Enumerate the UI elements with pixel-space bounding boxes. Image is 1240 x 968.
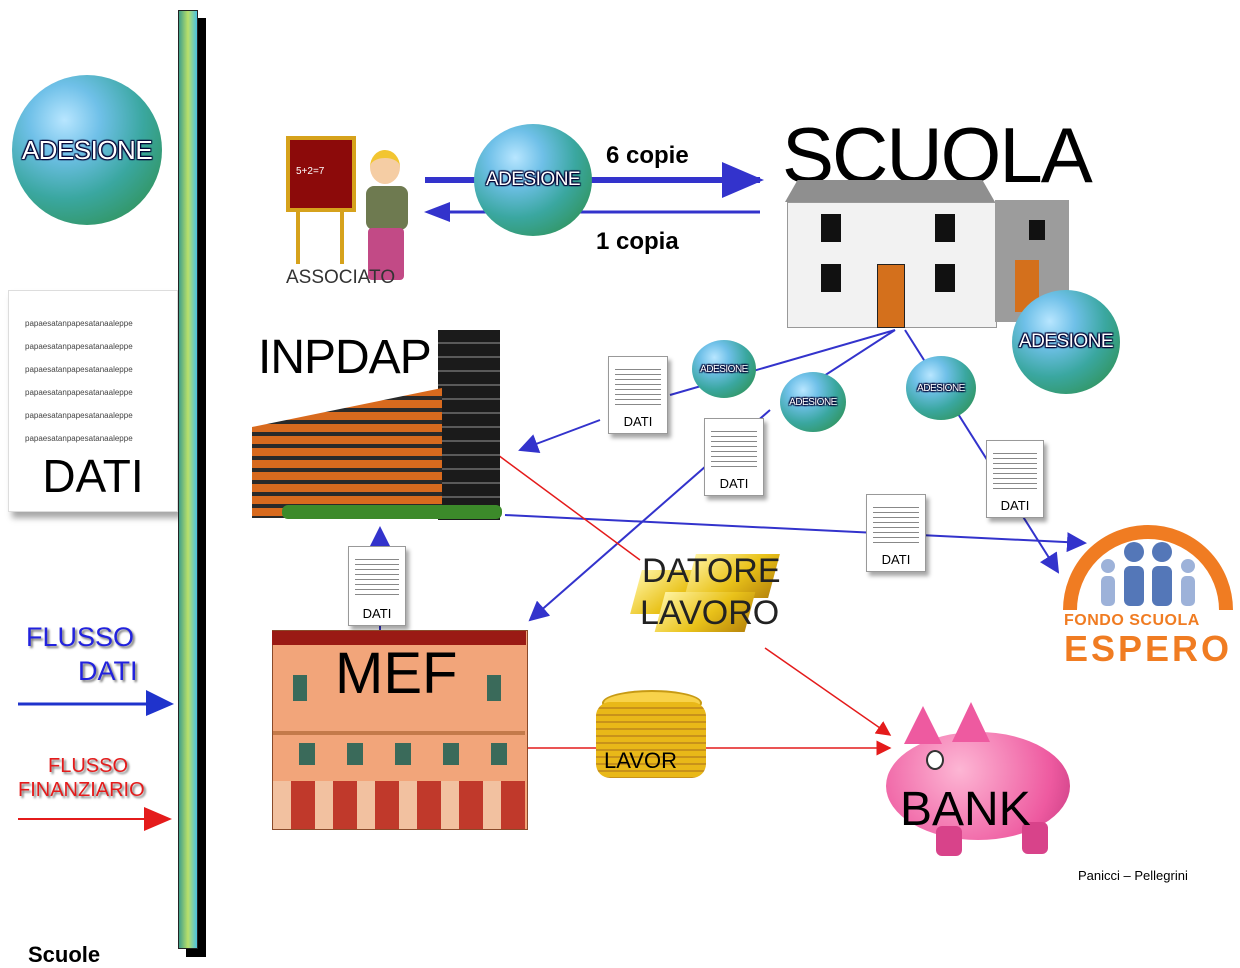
- adesione-ball-main: ADESIONE: [474, 124, 592, 236]
- legend-flusso-dati-line2: DATI: [78, 656, 138, 686]
- piggy-bank: BANK: [882, 698, 1082, 860]
- legend-ball-adesione: ADESIONE: [12, 75, 162, 225]
- legend-dati-line: papaesatanpapesatanaaleppe: [25, 319, 133, 328]
- adesione-small-label: ADESIONE: [789, 396, 837, 408]
- adesione-small-label: ADESIONE: [917, 382, 965, 394]
- dati-document: DATI: [986, 440, 1044, 518]
- dati-document: DATI: [866, 494, 926, 572]
- legend-flusso-finanziario: FLUSSO FINANZIARIO: [18, 755, 178, 835]
- legend-dati-label: DATI: [42, 450, 144, 502]
- legend-flusso-dati-line1: FLUSSO: [26, 622, 135, 652]
- espero-arc: [1063, 525, 1233, 611]
- mef-window: [487, 675, 501, 701]
- adesione-main-label: ADESIONE: [485, 169, 581, 190]
- piggy-leg: [936, 826, 962, 856]
- label-6-copie: 6 copie: [606, 142, 689, 169]
- label-1-copia: 1 copia: [596, 228, 679, 255]
- espero-label-2: ESPERO: [1064, 628, 1233, 669]
- adesione-ball-small: ADESIONE: [692, 340, 756, 398]
- credits: Panicci – Pellegrini: [1078, 868, 1188, 883]
- legend-adesione-label: ADESIONE: [21, 134, 153, 165]
- dati-document: DATI: [704, 418, 764, 496]
- mef-arcade: [273, 781, 525, 829]
- scuola-building: [785, 180, 1075, 330]
- piggy-ear: [952, 702, 990, 742]
- legend-flusso-dati: FLUSSO DATI: [18, 622, 178, 722]
- dati-label: DATI: [1000, 498, 1030, 513]
- adesione-ball-small: ADESIONE: [780, 372, 846, 432]
- footer-label: Scuole: [28, 942, 101, 967]
- legend-dati-document: papaesatanpapesatanaaleppe papaesatanpap…: [8, 290, 178, 512]
- coin-stack-body: [596, 702, 706, 778]
- teacher-head: [370, 150, 400, 184]
- dati-label: DATI: [623, 414, 653, 429]
- legend-dati-line: papaesatanpapesatanaaleppe: [25, 434, 133, 443]
- legend-dati-line: papaesatanpapesatanaaleppe: [25, 388, 133, 397]
- coins-stack: LAVOR: [594, 690, 710, 790]
- mef-window: [293, 675, 307, 701]
- scuola-roof: [785, 180, 995, 202]
- legend-red-arrow: [18, 807, 172, 831]
- lavor-label: LAVOR: [604, 748, 677, 773]
- inpdap-shrubs: [282, 505, 502, 519]
- dati-label: DATI: [719, 476, 749, 491]
- legend-dati-line: papaesatanpapesatanaaleppe: [25, 411, 133, 420]
- adesione-ball-small: ADESIONE: [906, 356, 976, 420]
- legend-dati-line: papaesatanpapesatanaaleppe: [25, 365, 133, 374]
- blackboard-text: 5+2=7: [296, 166, 325, 177]
- associato-illustration: 5+2=7 ASSOCIATO: [282, 130, 422, 290]
- bank-label: BANK: [900, 783, 1031, 836]
- adesione-ball-right: ADESIONE: [1012, 290, 1120, 394]
- dati-document: DATI: [348, 546, 406, 626]
- teacher-body: [366, 186, 408, 230]
- dati-document: DATI: [608, 356, 668, 434]
- piggy-leg: [1022, 822, 1048, 854]
- blackboard-leg: [296, 212, 300, 264]
- adesione-right-label: ADESIONE: [1018, 331, 1114, 352]
- datore-label-2: LAVORO: [640, 594, 780, 632]
- mef-band: [273, 731, 525, 735]
- blackboard: 5+2=7: [286, 136, 356, 212]
- adesione-small-label: ADESIONE: [700, 363, 748, 375]
- vertical-divider-bar: [178, 10, 198, 949]
- scuola-window: [821, 214, 841, 242]
- espero-logo: FONDO SCUOLA ESPERO: [1058, 500, 1238, 670]
- piggy-eye: [926, 750, 944, 770]
- scuola-window: [935, 214, 955, 242]
- inpdap-title: INPDAP: [258, 331, 432, 384]
- inpdap-tower: [438, 330, 500, 520]
- mef-building: [272, 630, 528, 830]
- legend-flusso-fin-line2: FINANZIARIO: [18, 779, 145, 801]
- legend-flusso-fin-line1: FLUSSO: [48, 755, 129, 777]
- blackboard-leg: [340, 212, 344, 264]
- inpdap-facade: [252, 388, 442, 518]
- associato-label: ASSOCIATO: [286, 267, 396, 288]
- teacher-legs: [368, 228, 404, 280]
- scuola-door: [877, 264, 905, 328]
- mef-cornice: [272, 631, 526, 645]
- legend-blue-arrow: [18, 690, 174, 716]
- inpdap-building: [252, 330, 510, 522]
- mef-title: MEF: [335, 641, 458, 706]
- dati-label: DATI: [362, 606, 392, 621]
- scuola-annex-window: [1029, 220, 1045, 240]
- scuola-window: [821, 264, 841, 292]
- mef-window-row: [285, 743, 515, 765]
- espero-label-1: FONDO SCUOLA: [1064, 612, 1200, 629]
- legend-dati-line: papaesatanpapesatanaaleppe: [25, 342, 133, 351]
- dati-label: DATI: [881, 552, 911, 567]
- datore-label-1: DATORE: [642, 552, 781, 590]
- scuola-window: [935, 264, 955, 292]
- piggy-ear: [904, 706, 942, 744]
